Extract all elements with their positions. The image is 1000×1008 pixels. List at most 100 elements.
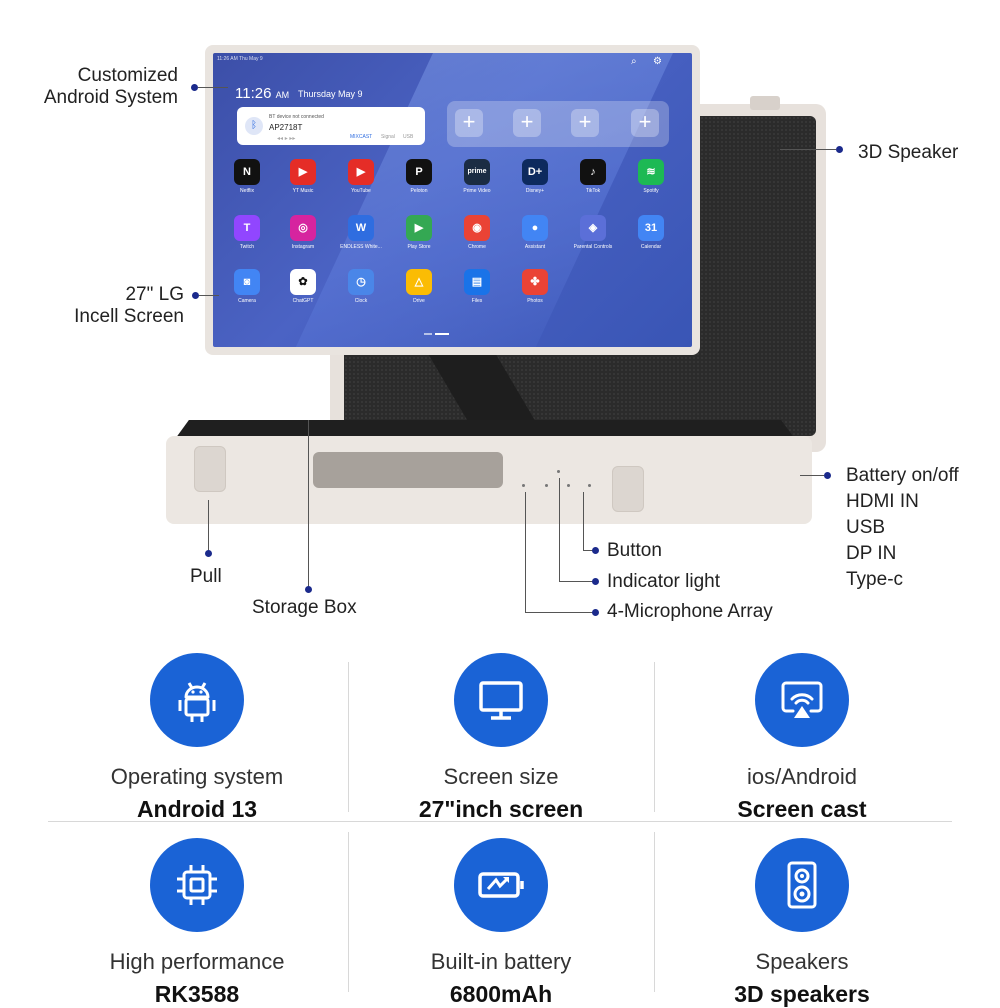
app-icon: ◙ [234,269,260,295]
cast-icon [755,653,849,747]
button [588,484,591,487]
app-label: YT Music [292,188,314,194]
feature-value: 27"inch screen [418,796,584,822]
app-icon: △ [406,269,432,295]
app-play-store: ▶Play Store [397,215,441,250]
feature-value: Android 13 [136,796,258,822]
app-icon: ◎ [290,215,316,241]
app-icon: ✤ [522,269,548,295]
app-peloton: P Peloton [397,159,441,194]
app-label: Peloton [410,188,428,194]
callout-dot [836,146,843,153]
app-label: Drive [413,298,425,304]
app-label: Assistant [524,244,546,250]
callout-indicator: Indicator light [607,571,721,592]
gear-icon: ⚙ [653,56,662,67]
callout-line [199,295,219,296]
shortcut-widget: + + + + [447,101,669,147]
feature-caption: Operating system [110,764,284,789]
app-icon: ◉ [464,215,490,241]
callout-dot [192,292,199,299]
plus-icon: + [571,109,599,137]
feature-battery: Built-in battery 6800mAh [351,838,651,1008]
callout-line [208,500,209,552]
app-icon: W [348,215,374,241]
app-label: Netflix [240,188,254,194]
feature-operating-system: Operating system Android 13 [47,653,347,823]
monitor-icon [454,653,548,747]
app-icon: ≋ [638,159,664,185]
tab-mixcast: MIXCAST [350,134,373,140]
feature-caption: Built-in battery [430,949,572,974]
feature-screen-cast: ios/Android Screen cast [652,653,952,823]
grid-divider [654,662,655,812]
app-label: Parental Controls [573,244,613,250]
app-icon: D+ [522,159,548,185]
indicator-light [557,470,560,473]
media-controls-icon: ◂◂ ▸ ▸▸ [277,136,296,142]
feature-caption: ios/Android [746,764,858,789]
app-instagram: ◎Instagram [281,215,325,250]
app-icon: prime [464,159,490,185]
callout-mic: 4-Microphone Array [607,601,773,622]
app-icon: T [234,215,260,241]
app-assistant: ●Assistant [513,215,557,250]
grid-divider [348,832,349,992]
app-icon: N [234,159,260,185]
app-label: Photos [527,298,543,304]
callout-speaker: 3D Speaker [858,142,959,163]
grid-divider [654,832,655,992]
screen-clock: 11:26 AM [235,85,290,102]
mixcast-widget: ᛒ BT device not connected AP2718T ◂◂ ▸ ▸… [237,107,425,145]
app-label: Camera [238,298,256,304]
app-drive: △ Drive [397,269,441,304]
app-label: Files [471,298,483,304]
microphone-hole [567,484,570,487]
lid-latch [750,96,780,110]
app-clock: ◷Clock [339,269,383,304]
feature-caption: High performance [109,949,285,974]
pull-latch-left [194,446,226,492]
callout-android-system: Customized Android System [43,65,178,108]
callout-dot [592,609,599,616]
tab-usb: USB [403,134,414,140]
app-parental-controls: ◈ Parental Controls [571,215,615,250]
app-label: Disney+ [525,188,545,194]
app-label: Spotify [643,188,659,194]
callout-dot [824,472,831,479]
callout-screen: 27" LG Incell Screen [74,284,184,327]
callout-line [525,612,593,613]
callout-line [800,475,824,476]
microphone-hole [522,484,525,487]
feature-screen-size: Screen size 27"inch screen [351,653,651,823]
callout-button: Button [607,540,662,561]
callout-dot [305,586,312,593]
callout-line [525,492,526,612]
app-chrome: ◉Chrome [455,215,499,250]
feature-performance: High performance RK3588 [47,838,347,1008]
app-label: Twitch [239,244,255,250]
feature-value: 3D speakers [734,981,870,1007]
app-files: ▤Files [455,269,499,304]
app-icon: P [406,159,432,185]
screen-date: Thursday May 9 [298,89,363,99]
plus-icon: + [455,109,483,137]
callout-line [559,478,560,581]
callout-pull: Pull [190,566,222,587]
app-icon: ✿ [290,269,316,295]
widget-status: BT device not connected [269,114,324,120]
battery-icon [454,838,548,932]
microphone-hole [545,484,548,487]
app-icon: ◈ [580,215,606,241]
feature-value: Screen cast [737,796,867,822]
callout-line [308,420,309,588]
callout-line [780,149,836,150]
plus-icon: + [513,109,541,137]
app-label: Prime Video [463,188,491,194]
app-icon: ▶ [348,159,374,185]
app-label: Clock [354,298,368,304]
feature-value: 6800mAh [449,981,553,1007]
app-chatgpt: ✿ChatGPT [281,269,325,304]
app-twitch: T Twitch [225,215,269,250]
